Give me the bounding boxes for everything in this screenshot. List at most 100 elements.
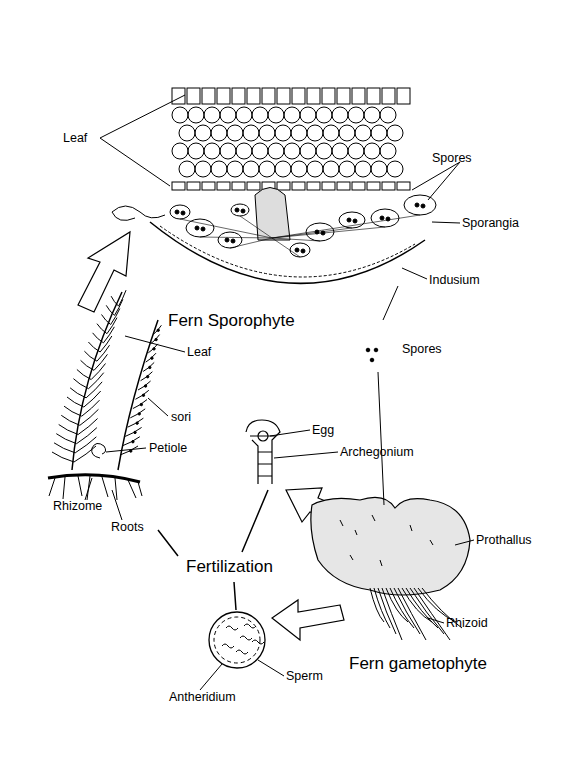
fiddlehead — [92, 443, 106, 458]
sporangium-stalk — [272, 227, 385, 238]
epidermis-cell — [187, 182, 200, 190]
part-label: Rhizome — [53, 500, 102, 514]
pinna-shape — [70, 388, 86, 398]
sorus-dot — [151, 357, 153, 359]
mesophyll-cell — [364, 143, 380, 159]
leader-line — [106, 448, 146, 452]
pinna-shape — [125, 427, 141, 436]
pinna-shape — [106, 305, 114, 315]
fern-frond — [52, 290, 161, 470]
epidermis-cell — [367, 88, 380, 104]
sorus-dot — [157, 329, 159, 331]
pinna-shape — [128, 418, 144, 427]
pinna-shape — [119, 290, 126, 306]
pinna-shape — [107, 318, 117, 334]
mesophyll-cell — [387, 161, 403, 177]
mesophyll-cell — [188, 107, 204, 123]
spore-dot — [295, 248, 299, 252]
mesophyll-cell — [332, 143, 348, 159]
mesophyll-cell — [348, 107, 364, 123]
pinna-shape — [111, 296, 118, 306]
pinna-shape — [148, 344, 158, 353]
part-label: Antheridium — [169, 691, 236, 705]
epidermis-cell — [202, 88, 215, 104]
leader-line — [270, 430, 310, 436]
roots-shape — [49, 476, 142, 500]
epidermis-cell — [322, 88, 335, 104]
mesophyll-cell — [195, 125, 211, 141]
mesophyll-cell — [172, 143, 188, 159]
mesophyll-cell — [348, 143, 364, 159]
spore-dot — [380, 216, 384, 220]
sperm-cell — [244, 624, 256, 628]
leader-line — [125, 336, 185, 352]
mesophyll-cell — [259, 125, 275, 141]
mesophyll-cell — [300, 107, 316, 123]
mesophyll-cell — [211, 125, 227, 141]
epidermis-cell — [217, 182, 230, 190]
epidermis-cell — [292, 88, 305, 104]
spore-dot — [353, 219, 357, 223]
leader-line — [200, 664, 222, 690]
rhizoid-line — [394, 588, 420, 634]
pinna-shape — [151, 335, 160, 344]
sporangium-shape — [290, 243, 310, 257]
epidermis-cell — [172, 182, 185, 190]
leader-line — [85, 478, 92, 500]
spore-dot — [175, 210, 179, 214]
mesophyll-cell — [236, 143, 252, 159]
part-label: Leaf — [187, 346, 211, 360]
spore-dot — [301, 249, 305, 253]
spore-dot — [370, 358, 374, 362]
pinna-shape — [111, 309, 120, 325]
pinna-shape — [86, 382, 102, 398]
sorus-dot — [134, 431, 136, 433]
pinna-shape — [153, 325, 161, 334]
mesophyll-cell — [252, 107, 268, 123]
mesophyll-cell — [284, 143, 300, 159]
leader-line — [112, 490, 122, 520]
leader-line — [274, 452, 338, 458]
mesophyll-cell — [300, 143, 316, 159]
mesophyll-cell — [204, 143, 220, 159]
part-label: Egg — [312, 424, 334, 438]
pinna-shape — [59, 425, 78, 435]
sporangium-shape — [404, 195, 436, 215]
sorus-dot — [146, 376, 148, 378]
mesophyll-cell — [339, 125, 355, 141]
epidermis-cell — [292, 182, 305, 190]
epidermis-cell — [397, 88, 410, 104]
pinna-shape — [54, 443, 75, 453]
pinna-shape — [100, 336, 112, 352]
leaf-cross-section — [172, 88, 410, 190]
mesophyll-cell — [204, 107, 220, 123]
sorus-dot — [149, 366, 151, 368]
epidermis-cell — [307, 182, 320, 190]
part-label: Leaf — [63, 132, 87, 146]
sperm-cell — [252, 640, 264, 644]
part-label: sori — [171, 411, 191, 425]
pinna-shape — [73, 379, 88, 389]
sorus-dot — [142, 394, 144, 396]
epidermis-cell — [247, 182, 260, 190]
spore-dot — [225, 238, 229, 242]
sorus-dot — [140, 403, 142, 405]
sporangium-stalk — [272, 228, 352, 238]
epidermis-cell — [352, 88, 365, 104]
spore-dot — [347, 218, 351, 222]
archegonium-shape — [246, 420, 280, 484]
spore-dot — [235, 208, 239, 212]
mesophyll-cell — [275, 125, 291, 141]
antheridium-wall — [214, 617, 260, 663]
pinna-shape — [146, 353, 156, 362]
pinna-shape — [88, 342, 100, 352]
mesophyll-cell — [220, 107, 236, 123]
epidermis-cell — [217, 88, 230, 104]
epidermis-cell — [187, 88, 200, 104]
leader-line — [258, 660, 284, 676]
rhizome-shape — [48, 475, 140, 482]
leader-line — [148, 398, 168, 416]
pinna-shape — [130, 409, 145, 418]
mesophyll-cell — [243, 125, 259, 141]
pinna-shape — [82, 400, 100, 416]
